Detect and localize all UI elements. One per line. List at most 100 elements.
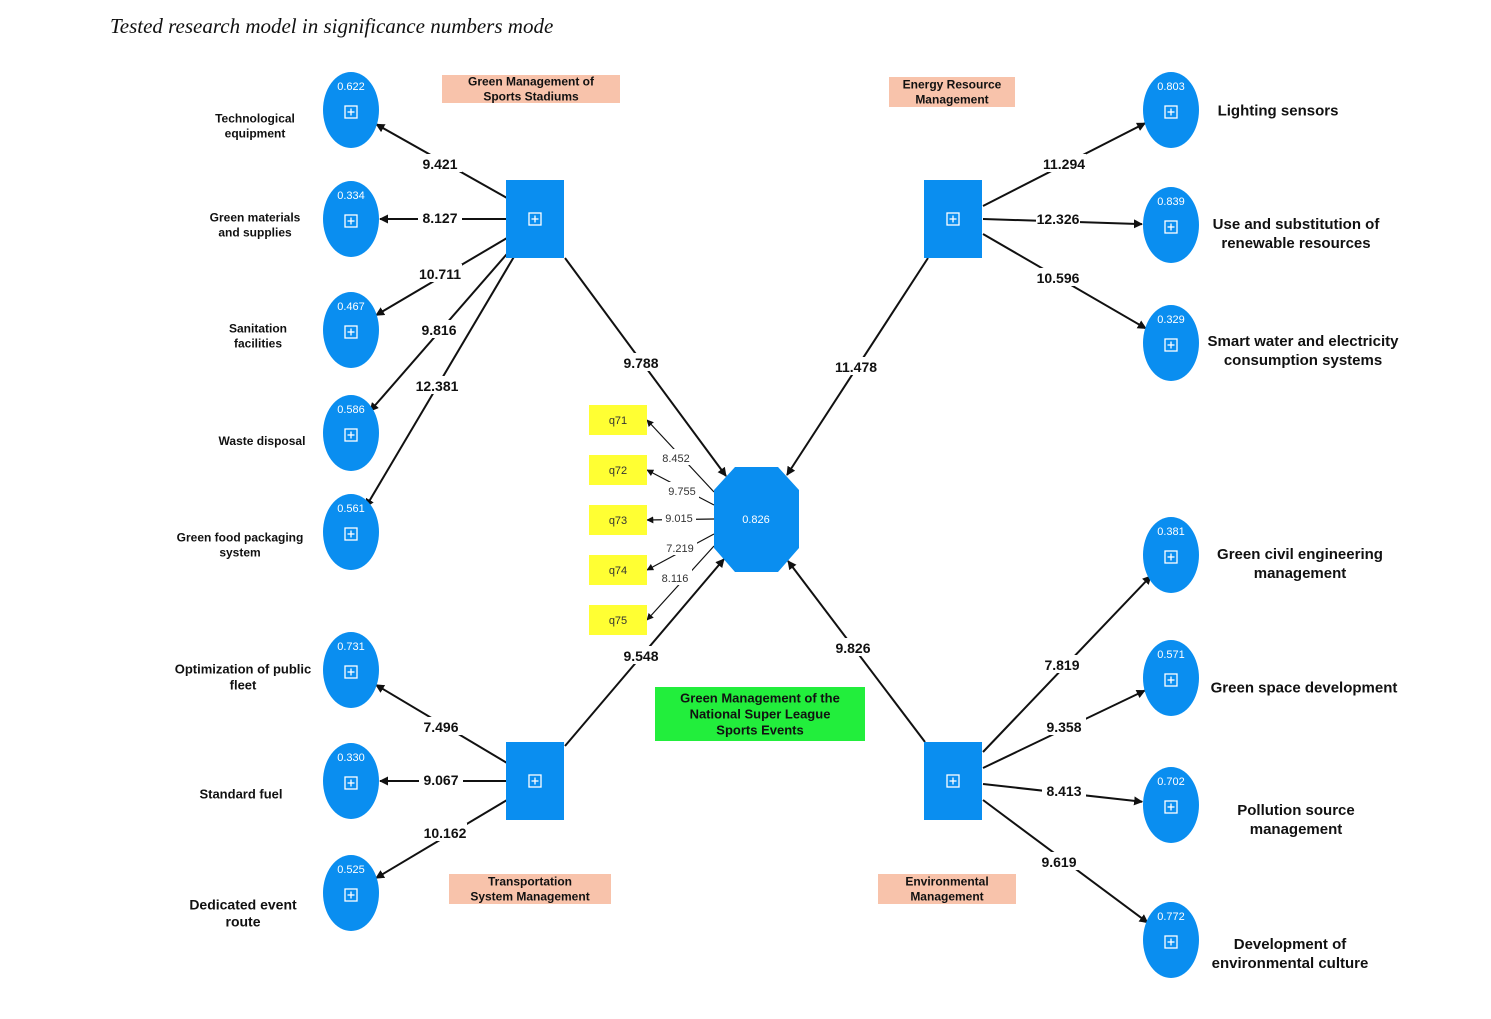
indicator-environment-1-value: 0.571 [1157,649,1185,661]
loading-coef-stadiums-3: 9.816 [421,322,456,338]
loading-coef-energy-2-bg [1036,268,1080,286]
loading-coef-environment-2-bg [1042,781,1086,799]
center-construct[interactable] [714,467,799,572]
construct-label-transport-text: System Management [470,890,589,904]
loading-coef-environment-1-bg [1042,717,1086,735]
construct-label-energy [889,77,1015,107]
path-coef-environment-bg [831,638,875,656]
center-construct-label-text: Sports Events [716,723,803,738]
path-coef-stadiums: 9.788 [623,355,658,371]
indicator-energy-1-value: 0.839 [1157,196,1185,208]
construct-label-stadiums-text: Sports Stadiums [483,90,579,104]
loading-coef-environment-3: 9.619 [1041,854,1076,870]
loading-coef-question-q74-bg [663,539,697,555]
loading-coef-question-q73-bg [662,509,696,525]
indicator-stadiums-1-expand-icon [344,214,358,228]
loading-coef-stadiums-2-bg [418,264,462,282]
loading-coef-stadiums-4: 12.381 [416,378,459,394]
loading-coef-question-q75-bg [658,569,692,585]
loading-coef-question-q74: 7.219 [666,543,694,555]
indicator-environment-1-expand-icon [1164,673,1178,687]
construct-label-stadiums-text: Green Management of [468,75,595,89]
indicator-label-stadiums-0: Technological [215,112,295,126]
question-q73[interactable] [589,505,647,535]
indicator-energy-0-expand-icon [1164,105,1178,119]
question-label-q72: q72 [609,465,627,477]
path-coef-transport-bg [619,646,663,664]
indicator-stadiums-2-expand-icon [344,325,358,339]
indicator-energy-1-expand-icon [1164,220,1178,234]
construct-label-environment-text: Management [910,890,983,904]
loading-coef-stadiums-4-bg [415,376,459,394]
center-construct-value: 0.826 [742,514,770,526]
loading-coef-transport-1: 9.067 [423,772,458,788]
question-q75[interactable] [589,605,647,635]
indicator-energy-2-expand-icon [1164,338,1178,352]
loading-coef-energy-0: 11.294 [1043,156,1085,172]
indicator-transport-2-value: 0.525 [337,864,365,876]
loading-coef-environment-0-bg [1040,655,1084,673]
indicator-stadiums-3-value: 0.586 [337,404,365,416]
question-label-q71: q71 [609,415,627,427]
question-q74[interactable] [589,555,647,585]
loading-coef-transport-1-bg [419,770,463,788]
indicator-environment-0-expand-icon [1164,550,1178,564]
indicator-environment-3-value: 0.772 [1157,911,1185,923]
construct-label-energy-text: Management [915,93,988,107]
indicator-label-stadiums-2: Sanitation [229,322,287,336]
loading-coef-transport-2: 10.162 [424,825,467,841]
indicator-transport-1-expand-icon [344,776,358,790]
loading-coef-environment-3-bg [1037,852,1081,870]
loading-coef-question-q71-bg [659,449,693,465]
indicator-stadiums-4-value: 0.561 [337,503,365,515]
indicator-label-transport-2: route [226,913,261,929]
indicator-label-stadiums-4: Green food packaging [177,531,304,545]
indicator-stadiums-4-expand-icon [344,527,358,541]
construct-label-environment [878,874,1016,904]
indicator-environment-3-expand-icon [1164,935,1178,949]
figure-caption: Tested research model in significance nu… [110,14,554,38]
indicator-stadiums-0-value: 0.622 [337,81,365,93]
indicator-label-stadiums-2: facilities [234,337,282,351]
indicator-label-energy-2: consumption systems [1224,352,1382,369]
question-label-q75: q75 [609,615,627,627]
construct-label-energy-text: Energy Resource [903,78,1002,92]
indicator-label-energy-0: Lighting sensors [1218,102,1339,119]
question-label-q73: q73 [609,515,627,527]
indicator-transport-0-value: 0.731 [337,641,365,653]
indicator-stadiums-0-expand-icon [344,105,358,119]
loading-coef-energy-2: 10.596 [1037,270,1080,286]
construct-label-stadiums [442,75,620,103]
indicator-transport-0-expand-icon [344,665,358,679]
indicator-transport-1-value: 0.330 [337,752,365,764]
indicator-label-energy-2: Smart water and electricity [1208,333,1400,350]
indicator-label-energy-1: renewable resources [1221,235,1370,252]
question-q71[interactable] [589,405,647,435]
indicator-label-environment-3: Development of [1234,936,1348,953]
indicator-label-environment-2: Pollution source [1237,802,1355,819]
loading-coef-question-q73: 9.015 [665,513,693,525]
indicator-label-environment-1: Green space development [1211,679,1398,696]
loading-coef-stadiums-3-bg [417,320,461,338]
loading-coef-transport-0: 7.496 [423,719,458,735]
indicator-environment-2-value: 0.702 [1157,776,1185,788]
loading-coef-environment-0: 7.819 [1044,657,1079,673]
indicator-label-transport-2: Dedicated event [189,896,297,912]
indicator-label-stadiums-3: Waste disposal [219,434,306,448]
loading-coef-question-q71: 8.452 [662,453,690,465]
construct-label-transport [449,874,611,904]
center-construct-label [655,687,865,741]
question-q72[interactable] [589,455,647,485]
loading-coef-environment-2: 8.413 [1046,783,1081,799]
loading-coef-question-q75: 8.116 [662,573,689,585]
path-coef-transport: 9.548 [623,648,658,664]
indicator-label-environment-2: management [1250,821,1343,838]
indicator-label-stadiums-0: equipment [225,127,286,141]
center-construct-label-text: National Super League [690,707,831,722]
indicator-label-environment-3: environmental culture [1212,955,1369,972]
indicator-label-stadiums-1: Green materials [210,211,301,225]
indicator-label-environment-0: Green civil engineering [1217,546,1383,563]
indicator-stadiums-2-value: 0.467 [337,301,365,313]
path-coef-energy-bg [834,357,878,375]
